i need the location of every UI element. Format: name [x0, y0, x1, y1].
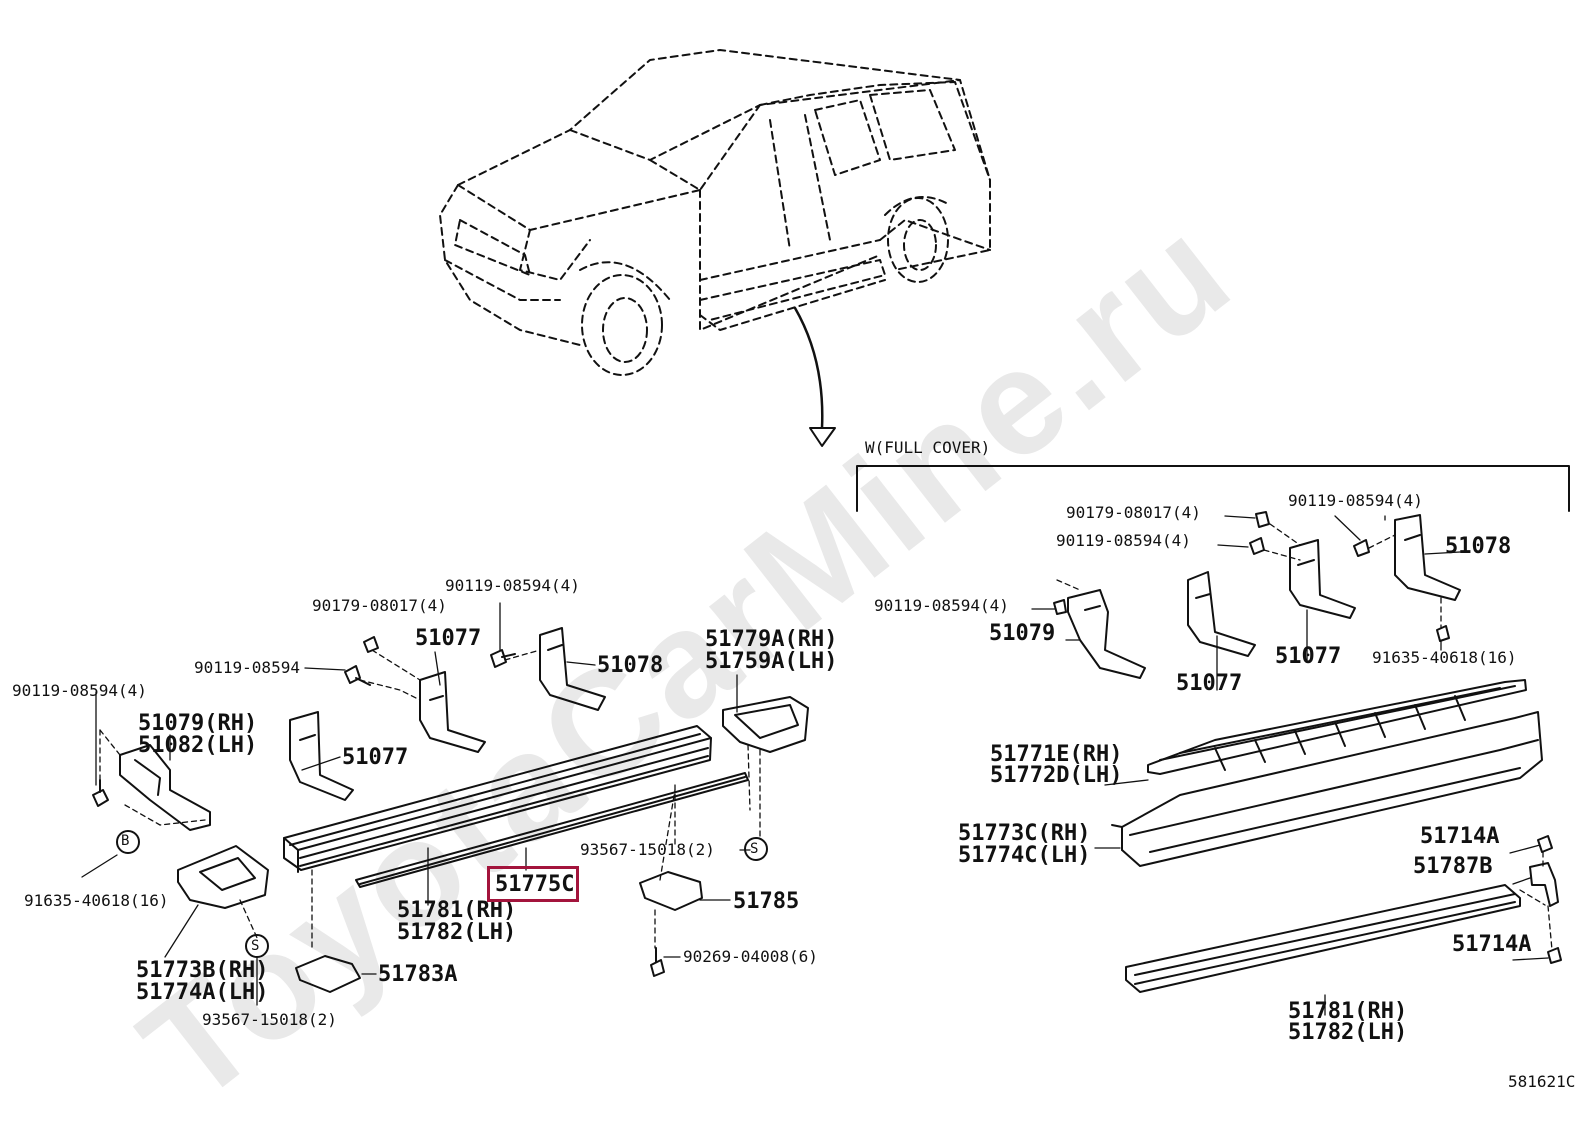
label-93567-right: 93567-15018(2) [580, 840, 715, 859]
label-51077-right-a: 51077 [1176, 671, 1243, 696]
label-51078-left: 51078 [597, 653, 664, 678]
bracket-51079-right [1067, 589, 1146, 679]
wheel-rear [884, 196, 951, 283]
bracket-51077-right-b [1289, 539, 1356, 619]
label-90269: 90269-04008(6) [683, 947, 818, 966]
section-title: W(FULL COVER) [865, 438, 991, 457]
label-51077-right-b: 51077 [1275, 644, 1342, 669]
label-51082-lh: 51082(LH) [138, 733, 258, 758]
label-51783a: 51783A [378, 962, 458, 987]
bracket-51078-right [1394, 514, 1461, 601]
label-51773c-rh: 51773C(RH) [958, 821, 1091, 846]
section-bracket [856, 465, 1570, 512]
circle-b [116, 830, 140, 854]
label-51759a-lh: 51759A(LH) [705, 649, 838, 674]
circle-s-right-label: S [750, 841, 759, 857]
label-90119-left: 90119-08594(4) [12, 681, 147, 700]
bracket-51079-left [119, 744, 211, 831]
step-board-right [1111, 711, 1543, 867]
label-90119-right-c: 90119-08594(4) [874, 596, 1009, 615]
label-51774c-lh: 51774C(LH) [958, 843, 1091, 868]
bracket-51785 [639, 871, 703, 911]
label-51781-rh-left: 51781(RH) [397, 898, 517, 923]
label-51782-lh-right: 51782(LH) [1288, 1020, 1408, 1045]
label-51773b-rh: 51773B(RH) [136, 958, 269, 983]
label-51077-upper: 51077 [415, 626, 482, 651]
bracket-51077-right-a [1187, 571, 1256, 657]
label-93567-left: 93567-15018(2) [202, 1010, 337, 1029]
detail-arrow [793, 306, 836, 447]
moulding-strip-left [355, 772, 749, 888]
label-90179-left: 90179-08017(4) [312, 596, 447, 615]
leader-lines-right [1031, 515, 1549, 1016]
diagram-artwork [81, 49, 1570, 1016]
label-51775c-highlighted[interactable]: 51775C [495, 872, 575, 897]
label-51779a-rh: 51779A(RH) [705, 627, 838, 652]
label-51714a-top: 51714A [1420, 824, 1500, 849]
figure-code: 581621C [1508, 1072, 1576, 1091]
label-90119-single: 90119-08594 [194, 658, 300, 677]
label-51079-rh: 51079(RH) [138, 711, 258, 736]
label-90119-right-a: 90119-08594(4) [1288, 491, 1423, 510]
vehicle-illustration [439, 49, 991, 346]
bracket-51783a [295, 955, 361, 993]
parts-diagram: ToyotaCarMine.ru [12, 49, 1576, 1134]
circle-b-label: B [121, 833, 130, 849]
label-90119-top: 90119-08594(4) [445, 576, 580, 595]
bracket-51077-lower-left [289, 711, 354, 801]
label-90179-right: 90179-08017(4) [1066, 503, 1201, 522]
circle-s-right [744, 837, 768, 861]
label-51782-lh-left: 51782(LH) [397, 920, 517, 945]
label-51078-right: 51078 [1445, 534, 1512, 559]
label-51781-rh-right: 51781(RH) [1288, 999, 1408, 1024]
label-51785: 51785 [733, 889, 800, 914]
bracket-51077-upper-left [419, 671, 486, 753]
label-51714a-bottom: 51714A [1452, 932, 1532, 957]
leader-lines-left [81, 602, 751, 1006]
circle-s-left [245, 934, 269, 958]
label-51774a-lh: 51774A(LH) [136, 980, 269, 1005]
label-51077-lower: 51077 [342, 745, 409, 770]
step-cover-left [177, 845, 269, 909]
leaders-right [1056, 523, 1553, 951]
step-board-left [283, 725, 712, 873]
label-51772d-lh: 51772D(LH) [990, 763, 1123, 788]
label-90119-right-b: 90119-08594(4) [1056, 531, 1191, 550]
label-51771e-rh: 51771E(RH) [990, 742, 1123, 767]
leaders-left [99, 649, 761, 951]
label-51787b: 51787B [1413, 854, 1493, 879]
step-pad-right [1147, 679, 1527, 775]
fasteners-left [92, 636, 665, 977]
highlight-box [487, 866, 579, 902]
label-91635-right: 91635-40618(16) [1372, 648, 1517, 667]
end-cover-left [722, 696, 809, 753]
moulding-right [1125, 884, 1521, 993]
wheel-front [579, 261, 671, 376]
circle-s-left-label: S [251, 938, 260, 954]
label-51079-right: 51079 [989, 621, 1056, 646]
bracket-51078-left [539, 627, 606, 711]
fasteners-right [1053, 511, 1562, 964]
label-91635-left: 91635-40618(16) [24, 891, 169, 910]
bracket-51787b [1529, 862, 1559, 907]
